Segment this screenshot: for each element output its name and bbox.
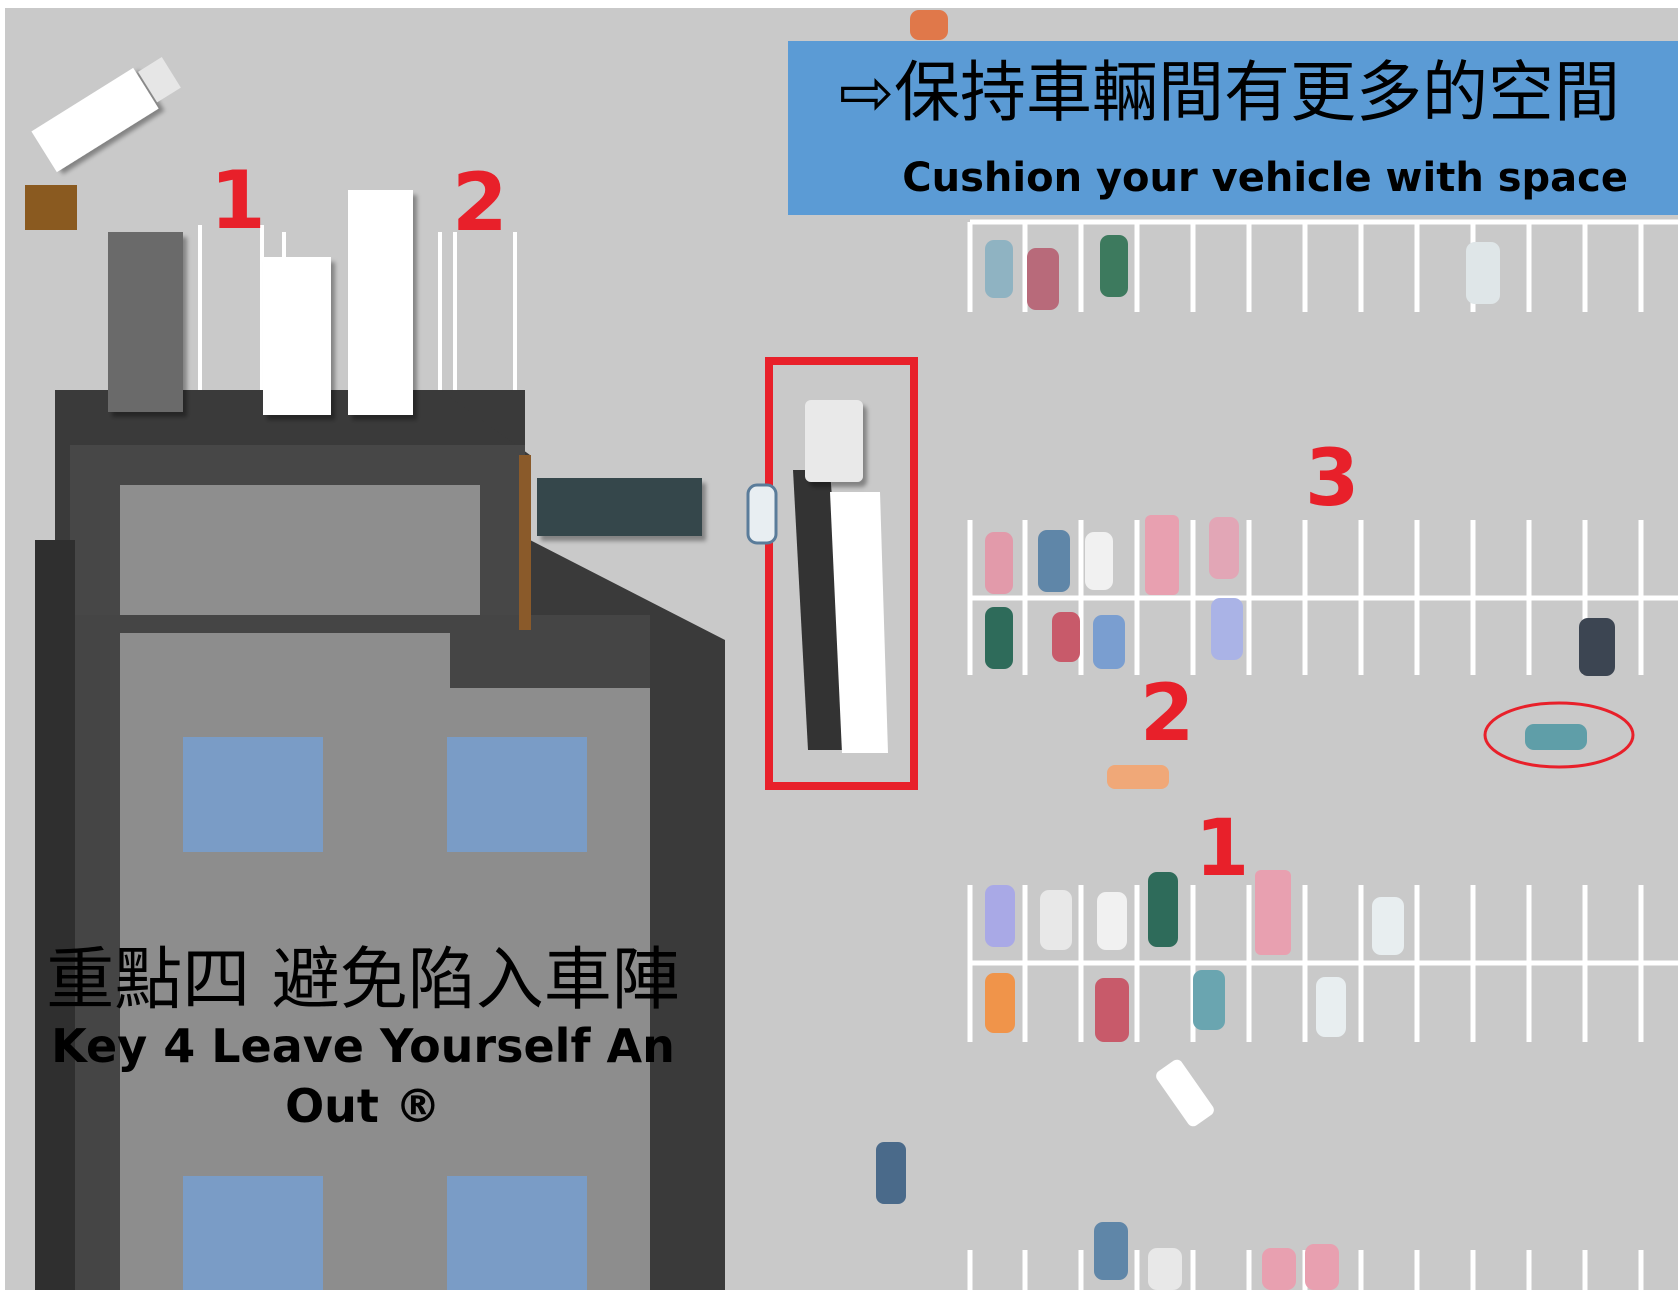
key-title-english: Key 4 Leave Yourself An Out ® bbox=[51, 1019, 675, 1133]
car bbox=[1372, 897, 1404, 955]
skylight-group bbox=[183, 737, 587, 1290]
title-banner: ⇨保持車輛間有更多的空間 Cushion your vehicle with s… bbox=[788, 41, 1678, 215]
car bbox=[910, 10, 948, 40]
corner-truck bbox=[31, 57, 181, 173]
semi-trailer-shadow bbox=[793, 470, 850, 750]
car bbox=[1193, 970, 1225, 1030]
car bbox=[1097, 892, 1127, 950]
building-label-2: 2 bbox=[452, 156, 508, 249]
car bbox=[1316, 977, 1346, 1037]
parking-lines-lower bbox=[967, 885, 1678, 1042]
highlight-box bbox=[765, 357, 918, 790]
car-moving bbox=[1156, 1059, 1214, 1127]
car bbox=[1027, 248, 1059, 310]
car bbox=[1305, 1244, 1339, 1290]
car bbox=[1052, 612, 1080, 662]
car-circled bbox=[1525, 724, 1587, 750]
building-dark-band bbox=[35, 540, 75, 1290]
red-labels: 1 2 3 2 1 bbox=[210, 154, 1359, 894]
highlight-ellipse bbox=[1483, 701, 1635, 769]
building-label-1: 1 bbox=[210, 154, 266, 247]
warehouse-building bbox=[35, 190, 725, 1290]
lot-label-3: 3 bbox=[1305, 434, 1359, 524]
key-title-block: 重點四 避免陷入車陣 Key 4 Leave Yourself An Out ® bbox=[0, 940, 726, 1136]
car bbox=[1093, 615, 1125, 669]
car bbox=[985, 532, 1013, 594]
car bbox=[985, 607, 1013, 669]
docked-trailer-white-tall bbox=[348, 190, 413, 415]
side-dock-truck bbox=[537, 478, 702, 536]
car bbox=[1148, 1248, 1182, 1290]
car bbox=[1262, 1248, 1296, 1290]
car bbox=[1145, 515, 1179, 595]
car bbox=[876, 1142, 906, 1204]
skylight bbox=[447, 737, 587, 852]
car bbox=[1095, 978, 1129, 1042]
car bbox=[1094, 1222, 1128, 1280]
key-title-chinese: 重點四 避免陷入車陣 bbox=[46, 941, 680, 1020]
car-near-truck bbox=[746, 483, 778, 545]
semi-trailer bbox=[830, 492, 888, 753]
pallet-crates bbox=[25, 185, 77, 230]
banner-title-english: Cushion your vehicle with space bbox=[902, 155, 1628, 201]
car bbox=[1209, 517, 1239, 579]
car bbox=[1211, 598, 1243, 660]
car bbox=[1085, 532, 1113, 590]
lot-label-2: 2 bbox=[1140, 669, 1194, 759]
docked-trailer-white bbox=[263, 257, 331, 415]
car bbox=[1038, 530, 1070, 592]
skylight bbox=[183, 737, 323, 852]
parking-lines-bottom bbox=[967, 1250, 1644, 1290]
car bbox=[1100, 235, 1128, 297]
building-upper-panel bbox=[120, 485, 480, 615]
skylight bbox=[183, 1176, 323, 1290]
banner-title-chinese: ⇨保持車輛間有更多的空間 bbox=[838, 54, 1620, 131]
lot-label-1: 1 bbox=[1195, 804, 1249, 894]
parked-cars bbox=[876, 10, 1615, 1290]
car bbox=[985, 973, 1015, 1033]
car-orange bbox=[1107, 765, 1169, 789]
semi-truck bbox=[793, 400, 888, 753]
skylight bbox=[447, 1176, 587, 1290]
car bbox=[1040, 890, 1072, 950]
car bbox=[985, 240, 1013, 298]
car bbox=[985, 885, 1015, 947]
docked-trailer-gray bbox=[108, 232, 183, 412]
building-orange-edge bbox=[519, 455, 531, 630]
car bbox=[1148, 872, 1178, 947]
car bbox=[1579, 618, 1615, 676]
car bbox=[1255, 870, 1291, 955]
parking-lines-middle bbox=[967, 520, 1678, 675]
semi-cab bbox=[805, 400, 863, 482]
car bbox=[1466, 242, 1500, 304]
